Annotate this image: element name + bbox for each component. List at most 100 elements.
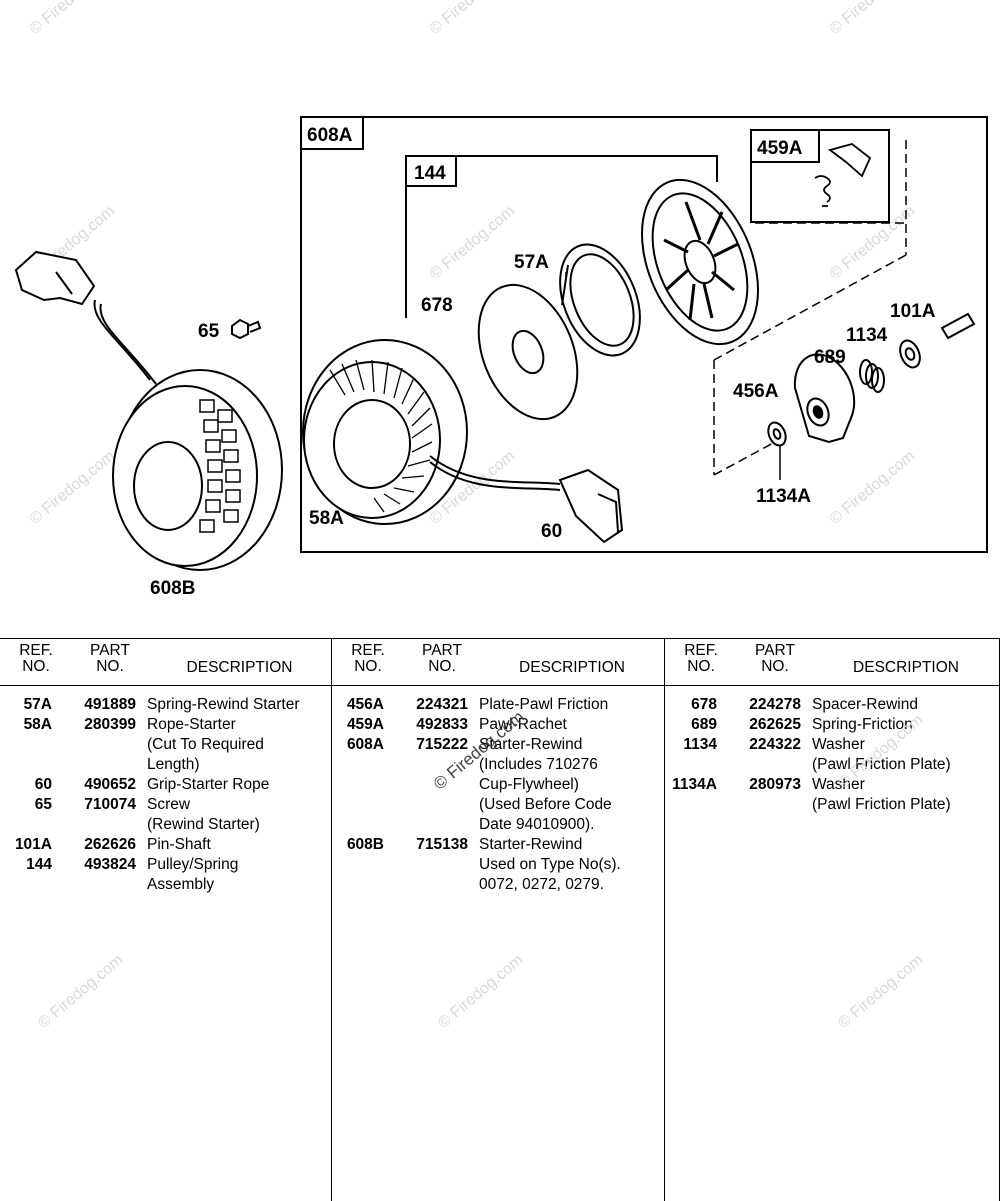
- table-row: 456A 224321 Plate-Pawl Friction: [332, 695, 664, 715]
- table-header: REF. NO. PART NO. DESCRIPTION: [665, 639, 999, 686]
- callout-box-608a: [300, 116, 364, 150]
- ref-no-cell: 678: [691, 696, 717, 713]
- ref-no-cell: 689: [691, 716, 717, 733]
- callout-box-144: [405, 155, 457, 187]
- part-no-cell: 280399: [84, 716, 136, 733]
- table-row: 678 224278 Spacer-Rewind: [665, 695, 999, 715]
- table-rows: 678 224278 Spacer-Rewind 689 262625 Spring-Fr…: [665, 695, 999, 815]
- callout-1134a: 1134A: [756, 486, 811, 507]
- ref-no-cell: 456A: [346, 696, 384, 713]
- header-ref-no: REF. NO.: [19, 642, 53, 675]
- starter-rewind-608b: [93, 299, 283, 571]
- callout-144: 144: [414, 163, 446, 184]
- watermark: © Firedog.com: [827, 202, 918, 283]
- callout-101a: 101A: [890, 301, 936, 322]
- watermark: © Firedog.com: [27, 447, 118, 528]
- ref-no-cell: 459A: [346, 716, 384, 733]
- ref-no-cell: 58A: [23, 716, 52, 733]
- friction-spring-part: [859, 359, 885, 393]
- ref-no-cell: 608A: [346, 736, 384, 753]
- pawl-rachet-part: [814, 143, 872, 207]
- pin-shaft-part: [940, 312, 976, 340]
- description-cell: Spring-Rewind Starter: [147, 696, 300, 713]
- callout-459a: 459A: [757, 138, 803, 159]
- ref-no-cell: 1134: [683, 736, 717, 753]
- ref-no-cell: 101A: [14, 836, 52, 853]
- washer-1134a-part: [767, 421, 787, 480]
- callout-65: 65: [198, 321, 220, 342]
- description-cell: Pin-Shaft: [147, 836, 211, 853]
- header-description: DESCRIPTION: [186, 659, 293, 676]
- part-no-cell: 491889: [84, 696, 136, 713]
- ref-no-cell: 1134A: [672, 776, 717, 793]
- part-no-cell: 224321: [416, 696, 468, 713]
- watermark: © Firedog.com: [427, 202, 518, 283]
- description-cell: Screw (Rewind Starter): [147, 796, 260, 833]
- part-no-cell: 224322: [749, 736, 801, 753]
- description-cell: Plate-Pawl Friction: [479, 696, 609, 713]
- pulley-spring-assembly-part: [641, 178, 759, 346]
- callout-58a: 58A: [309, 508, 344, 529]
- table-row: 101A 262626 Pin-Shaft: [0, 835, 331, 855]
- part-no-cell: 490652: [84, 776, 136, 793]
- part-no-cell: 262625: [749, 716, 801, 733]
- header-description: DESCRIPTION: [853, 659, 959, 676]
- watermark: © Firedog.com: [27, 0, 118, 38]
- bracket-144: [405, 155, 718, 318]
- rope-starter-housing-608a: [302, 339, 561, 525]
- table-row: 459A 492833 Pawl-Rachet: [332, 715, 664, 735]
- description-cell: Pawl-Rachet: [479, 716, 567, 733]
- ref-no-cell: 65: [34, 796, 52, 813]
- part-no-cell: 262626: [84, 836, 136, 853]
- part-no-cell: 715138: [416, 836, 468, 853]
- spacer-rewind-part: [477, 283, 579, 421]
- watermark: © Firedog.com: [427, 0, 518, 38]
- description-cell: Starter-Rewind (Includes 710276 Cup-Flyw…: [479, 736, 612, 833]
- table-header: REF. NO. PART NO. DESCRIPTION: [0, 639, 331, 686]
- callout-608b: 608B: [150, 578, 195, 599]
- ref-no-cell: 144: [26, 856, 52, 873]
- part-no-cell: 710074: [84, 796, 136, 813]
- callout-box-459a: [750, 129, 820, 163]
- callout-678: 678: [421, 295, 453, 316]
- watermark: © Firedog.com: [827, 0, 918, 38]
- table-rows: 456A 224321 Plate-Pawl Friction 459A 492833 P…: [332, 695, 664, 895]
- header-ref-no: REF. NO.: [684, 642, 718, 675]
- part-no-cell: 280973: [749, 776, 801, 793]
- part-no-cell: 493824: [84, 856, 136, 873]
- callout-1134: 1134: [846, 325, 888, 346]
- description-cell: Spacer-Rewind: [812, 696, 918, 713]
- part-no-cell: 224278: [749, 696, 801, 713]
- callout-60: 60: [541, 521, 562, 542]
- description-cell: Washer (Pawl Friction Plate): [812, 736, 951, 773]
- callout-689: 689: [814, 347, 846, 368]
- table-header: REF. NO. PART NO. DESCRIPTION: [332, 639, 664, 686]
- rewind-spring-part: [559, 243, 641, 357]
- table-row: 689 262625 Spring-Friction: [665, 715, 999, 735]
- table-row: 65 710074 Screw (Rewind Starter): [0, 795, 331, 835]
- part-no-cell: 492833: [416, 716, 468, 733]
- exploded-parts-diagram: © Firedog.com © Firedog.com © Firedog.co…: [14, 0, 988, 599]
- header-ref-no: REF. NO.: [351, 642, 385, 675]
- callout-608a: 608A: [307, 125, 353, 146]
- pawl-friction-plate-part: [793, 353, 856, 444]
- screw-part: [231, 318, 262, 340]
- header-description: DESCRIPTION: [519, 659, 625, 676]
- grip-608b-part: [14, 250, 96, 306]
- header-part-no: PART NO.: [90, 642, 130, 675]
- dashed-guides: [713, 140, 907, 476]
- watermark: © Firedog.com: [827, 447, 918, 528]
- description-cell: Grip-Starter Rope: [147, 776, 270, 793]
- header-part-no: PART NO.: [755, 642, 795, 675]
- starter-grip-part: [558, 468, 624, 544]
- assembly-608a-frame: [300, 116, 988, 553]
- description-cell: Spring-Friction: [812, 716, 913, 733]
- header-part-no: PART NO.: [422, 642, 462, 675]
